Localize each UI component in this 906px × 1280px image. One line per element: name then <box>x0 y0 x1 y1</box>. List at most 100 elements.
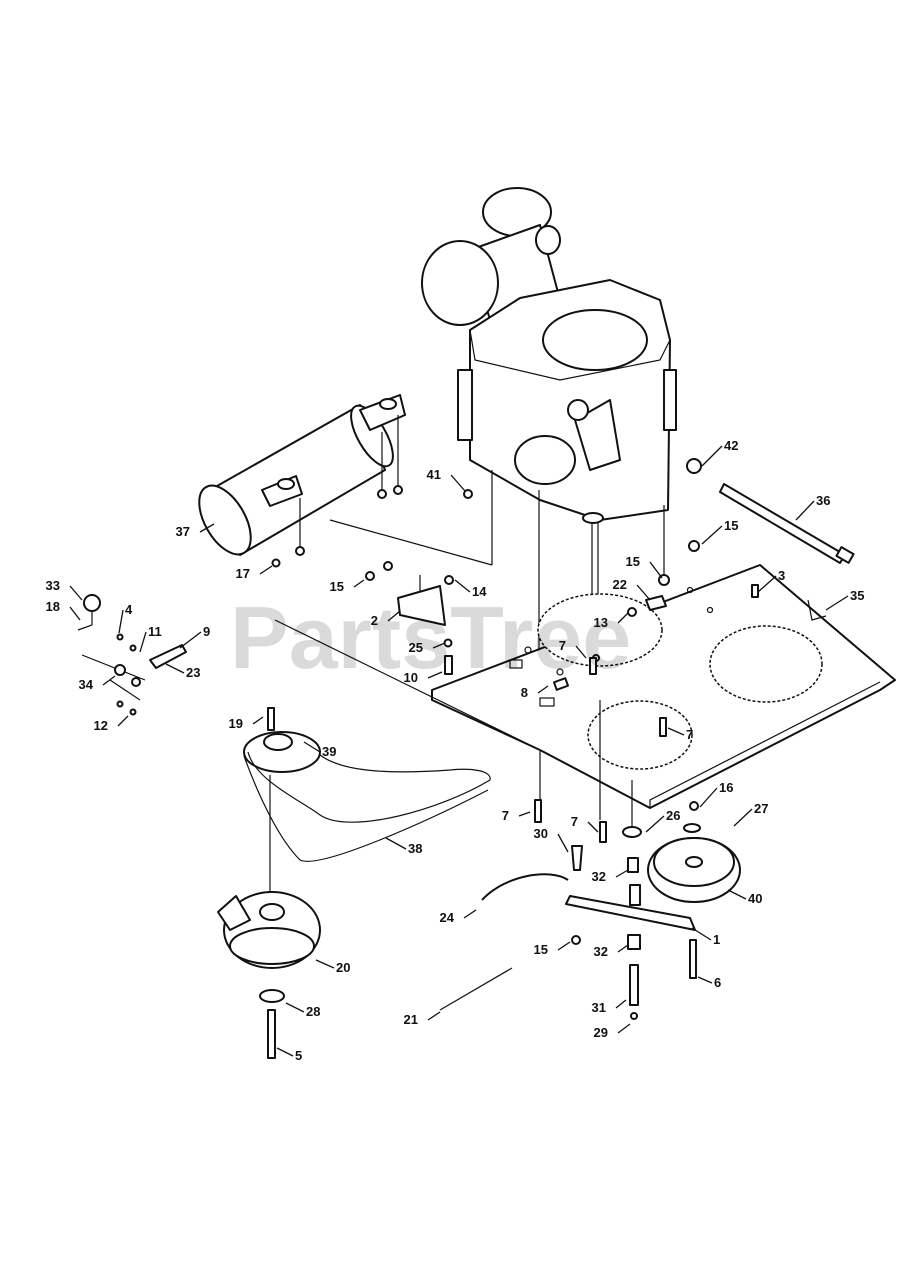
callout-leader <box>617 612 629 624</box>
callout-leader <box>259 565 273 575</box>
callout-leader <box>518 811 531 817</box>
callout-number: 37 <box>176 524 190 539</box>
callout-number: 32 <box>592 869 606 884</box>
callout-number: 12 <box>94 718 108 733</box>
callout-number: 5 <box>295 1048 302 1063</box>
callout-leader <box>701 445 723 467</box>
callout-leader <box>179 631 202 649</box>
callout-number: 7 <box>559 638 566 653</box>
callout-leader <box>252 716 264 725</box>
callout-number: 7 <box>502 808 509 823</box>
callout-number: 34 <box>79 677 94 692</box>
callout-leader <box>118 609 124 634</box>
callout-number: 2 <box>371 613 378 628</box>
callout-leader <box>165 663 185 674</box>
callout-leader <box>537 685 549 694</box>
callout-leader <box>575 645 587 659</box>
callout-number: 28 <box>306 1004 320 1019</box>
callout-leader <box>557 833 569 853</box>
callout-number: 13 <box>594 615 608 630</box>
callout-leader <box>427 671 443 679</box>
engine-bracket <box>365 458 759 843</box>
idler-pulley <box>647 801 741 903</box>
callout-leader <box>117 715 129 727</box>
callout-number: 24 <box>440 910 455 925</box>
callout-leader <box>353 579 365 588</box>
callout-leader <box>303 741 321 753</box>
callout-leader <box>385 837 407 850</box>
callout-leader <box>199 523 215 533</box>
callout-number: 33 <box>46 578 60 593</box>
callout-leader <box>615 869 629 878</box>
callout-number: 6 <box>714 975 721 990</box>
callout-leader <box>615 999 627 1009</box>
callout-leader <box>795 500 815 521</box>
callout-leader <box>432 642 446 649</box>
callout-number: 8 <box>521 685 528 700</box>
callout-leader <box>697 976 713 984</box>
callout-leader <box>587 821 599 833</box>
callout-number: 10 <box>404 670 418 685</box>
callout-number: 15 <box>724 518 738 533</box>
callout-leader <box>139 631 147 653</box>
callout-number: 38 <box>408 841 422 856</box>
callout-number: 11 <box>148 624 162 639</box>
callout-number: 22 <box>613 577 627 592</box>
engine <box>421 187 677 700</box>
throttle-linkage <box>77 594 187 716</box>
drain-hose <box>719 483 855 621</box>
callout-number: 35 <box>850 588 864 603</box>
callout-leader <box>276 1047 294 1057</box>
callout-leader <box>617 944 629 953</box>
callout-leader <box>757 575 777 593</box>
callout-leader <box>699 787 718 808</box>
callout-leader <box>701 525 723 545</box>
callout-number: 19 <box>229 716 243 731</box>
callout-leader <box>667 727 685 736</box>
callout-number: 9 <box>203 624 210 639</box>
callout-leader <box>102 675 116 686</box>
callout-number: 15 <box>626 554 640 569</box>
callout-leader <box>69 585 83 601</box>
engine-pulley-belt <box>243 707 491 895</box>
callout-number: 42 <box>724 438 738 453</box>
callout-number: 15 <box>330 579 344 594</box>
callout-leader <box>649 561 663 579</box>
callout-leader <box>315 959 335 969</box>
callout-number: 23 <box>186 665 200 680</box>
callout-leader <box>69 606 81 621</box>
callout-leader <box>636 584 651 601</box>
callout-number: 36 <box>816 493 830 508</box>
callout-number: 26 <box>666 808 680 823</box>
pto-clutch <box>217 891 321 1059</box>
callout-leader <box>691 927 712 941</box>
idler-arm <box>439 826 697 1020</box>
watermark: PartsTree <box>230 588 631 687</box>
callout-number: 21 <box>404 1012 418 1027</box>
callout-number: 4 <box>125 602 133 617</box>
callout-number: 25 <box>409 640 423 655</box>
callout-number: 29 <box>594 1025 608 1040</box>
callout-number: 7 <box>571 814 578 829</box>
callout-number: 27 <box>754 801 768 816</box>
callout-leader <box>285 1002 305 1013</box>
callout-number: 40 <box>748 891 762 906</box>
callout-leader <box>463 909 477 919</box>
callout-leader <box>645 815 665 833</box>
callout-leader <box>727 889 747 900</box>
callout-number: 39 <box>322 744 336 759</box>
callout-number: 16 <box>719 780 733 795</box>
callout-number: 15 <box>534 942 548 957</box>
callout-leader <box>825 595 849 611</box>
callout-number: 14 <box>472 584 487 599</box>
callout-number: 1 <box>713 932 720 947</box>
callout-leader <box>387 610 401 622</box>
callout-leader <box>733 808 753 827</box>
callout-number: 30 <box>534 826 548 841</box>
callout-number: 3 <box>778 568 785 583</box>
callout-leader <box>450 474 466 492</box>
callout-number: 7 <box>686 727 693 742</box>
callout-leader <box>454 579 471 593</box>
